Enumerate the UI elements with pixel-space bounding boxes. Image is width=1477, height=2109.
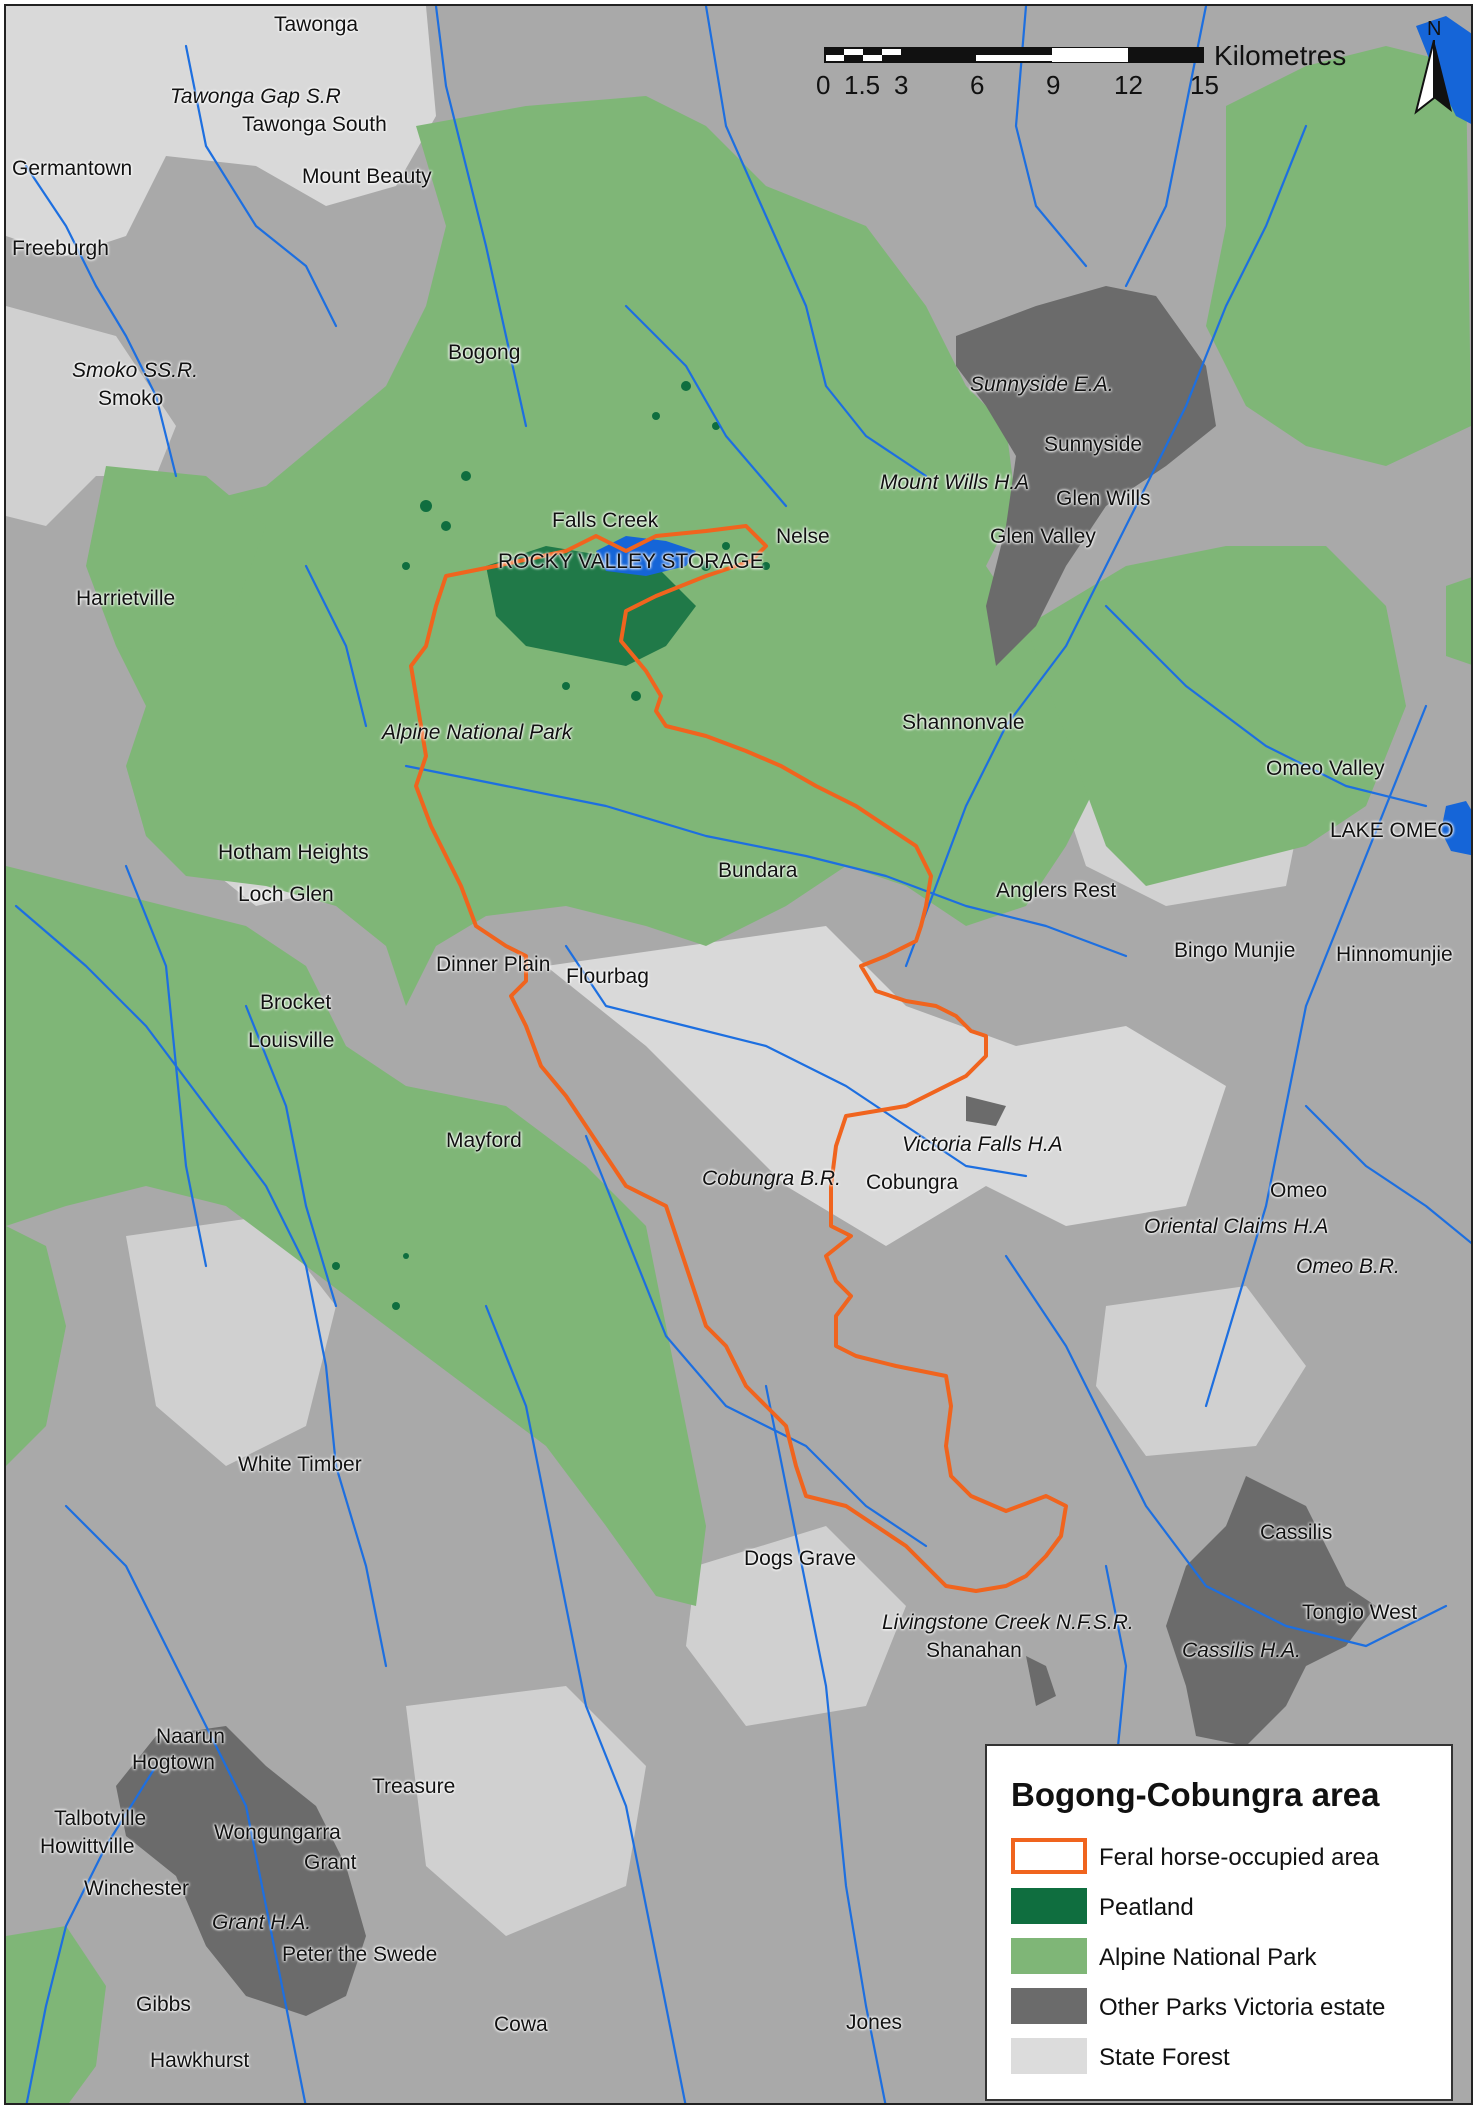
map-label-falls-creek: Falls Creek — [552, 509, 659, 532]
map-label-grant-ha: Grant H.A. — [212, 1911, 312, 1934]
map-label-flourbag: Flourbag — [566, 965, 649, 988]
map-label-sunnyside-ea: Sunnyside E.A. — [970, 373, 1114, 396]
map-label-rocky-valley: ROCKY VALLEY STORAGE — [498, 550, 764, 573]
map-label-gibbs: Gibbs — [136, 1993, 191, 2016]
legend-label-peatland: Peatland — [1099, 1894, 1194, 1921]
map-label-tawonga: Tawonga — [274, 13, 359, 36]
map-label-hinnomunjie: Hinnomunjie — [1336, 943, 1453, 966]
feral-horse-occupied-boundary — [409, 524, 1068, 1593]
map-label-germantown: Germantown — [12, 157, 133, 180]
map-label-brocket: Brocket — [260, 991, 332, 1014]
map-label-smoko-ssr: Smoko SS.R. — [72, 359, 199, 382]
map-label-talbotville: Talbotville — [54, 1807, 147, 1830]
legend-label-other-parks: Other Parks Victoria estate — [1099, 1994, 1386, 2021]
map-label-howittville: Howittville — [40, 1835, 135, 1858]
rivers — [14, 6, 1471, 2103]
legend-swatch-other-parks — [1011, 1988, 1087, 2024]
other-parks-victoria-areas — [116, 286, 1376, 2016]
legend-swatch-alpine-np — [1011, 1938, 1087, 1974]
map-label-naarun: Naarun — [156, 1725, 225, 1748]
legend-swatch-peatland — [1011, 1888, 1087, 1924]
legend-title: Bogong-Cobungra area — [1011, 1776, 1380, 1813]
map-label-hawkhurst: Hawkhurst — [150, 2049, 250, 2072]
state-forest-areas — [6, 6, 1306, 1936]
map-label-louisville: Louisville — [248, 1029, 335, 1052]
map-label-wongungarra: Wongungarra — [214, 1821, 341, 1844]
map-label-shanahan: Shanahan — [926, 1639, 1022, 1662]
map-label-grant: Grant — [304, 1851, 357, 1874]
map-label-livingstone: Livingstone Creek N.F.S.R. — [882, 1611, 1134, 1634]
lake-omeo-water — [1441, 801, 1471, 856]
north-arrow-label: N — [1427, 18, 1442, 40]
lakes — [596, 16, 1471, 856]
map-label-glen-valley: Glen Valley — [990, 525, 1096, 548]
map-label-sunnyside: Sunnyside — [1044, 433, 1143, 456]
map-label-anglers-rest: Anglers Rest — [996, 879, 1117, 902]
scale-tick-3: 6 — [970, 70, 985, 100]
map-label-bogong: Bogong — [448, 341, 521, 364]
scale-tick-4: 9 — [1046, 70, 1061, 100]
map-label-lake-omeo: LAKE OMEO — [1330, 819, 1454, 842]
map-label-shannonvale: Shannonvale — [902, 711, 1025, 734]
peatland-areas — [332, 381, 770, 1310]
map-label-white-timber: White Timber — [238, 1453, 362, 1476]
map-frame: Tawonga Tawonga Gap S.R Tawonga South Ge… — [4, 4, 1473, 2105]
map-label-hotham-heights: Hotham Heights — [218, 841, 369, 864]
scale-unit-label: Kilometres — [1214, 40, 1347, 71]
map-label-tongio-west: Tongio West — [1302, 1601, 1418, 1624]
scale-tick-5: 12 — [1114, 70, 1143, 100]
map-label-nelse: Nelse — [776, 525, 830, 548]
legend-label-alpine-np: Alpine National Park — [1099, 1944, 1317, 1971]
legend-label-feral-horse: Feral horse-occupied area — [1099, 1844, 1380, 1871]
map-label-omeo: Omeo — [1270, 1179, 1328, 1202]
map-label-bingo-munjie: Bingo Munjie — [1174, 939, 1296, 962]
map-label-cassilis-ha: Cassilis H.A. — [1182, 1639, 1302, 1662]
map-label-cobungra: Cobungra — [866, 1171, 959, 1194]
map-label-alpine-np: Alpine National Park — [382, 721, 573, 744]
scale-bar-graphic — [824, 47, 1204, 63]
map-label-loch-glen: Loch Glen — [238, 883, 334, 906]
rocky-valley-storage-lake — [596, 536, 696, 576]
map-label-cobungra-br: Cobungra B.R. — [702, 1167, 841, 1190]
scale-tick-6: 15 — [1190, 70, 1219, 100]
map-label-oriental-claims: Oriental Claims H.A — [1144, 1215, 1329, 1238]
scale-bar: 0 1.5 3 6 9 12 15 Kilometres — [816, 40, 1346, 102]
map-label-smoko: Smoko — [98, 387, 164, 410]
map-label-hogtown: Hogtown — [132, 1751, 215, 1774]
map-label-mount-wills: Mount Wills H.A — [880, 471, 1030, 494]
map-label-harrietville: Harrietville — [76, 587, 176, 610]
map-label-freeburgh: Freeburgh — [12, 237, 109, 260]
map-label-tawonga-south: Tawonga South — [242, 113, 387, 136]
north-arrow: N — [1414, 18, 1454, 115]
map-label-cassilis: Cassilis — [1260, 1521, 1333, 1544]
map-label-omeo-br: Omeo B.R. — [1296, 1255, 1400, 1278]
legend-label-state-forest: State Forest — [1099, 2044, 1230, 2071]
scale-tick-0: 0 — [816, 70, 831, 100]
legend-swatch-feral-horse — [1011, 1838, 1087, 1874]
map-label-dinner-plain: Dinner Plain — [436, 953, 551, 976]
map-label-peter-the-swede: Peter the Swede — [282, 1943, 438, 1966]
map-label-tawonga-gap: Tawonga Gap S.R — [170, 85, 341, 108]
map-label-victoria-falls: Victoria Falls H.A — [902, 1133, 1063, 1156]
legend-swatch-state-forest — [1011, 2038, 1087, 2074]
scale-tick-1: 1.5 — [844, 70, 881, 100]
map-label-omeo-valley: Omeo Valley — [1266, 757, 1385, 780]
map-label-jones: Jones — [846, 2011, 903, 2034]
map-label-glen-wills: Glen Wills — [1056, 487, 1151, 510]
map-label-cowa: Cowa — [494, 2013, 548, 2036]
map-label-mount-beauty: Mount Beauty — [302, 165, 432, 188]
map-label-treasure: Treasure — [372, 1775, 456, 1798]
north-arrow-icon — [1414, 40, 1452, 115]
map-label-dogs-grave: Dogs Grave — [744, 1547, 857, 1570]
map-label-bundara: Bundara — [718, 859, 798, 882]
scale-tick-2: 3 — [894, 70, 909, 100]
map-label-winchester: Winchester — [84, 1877, 190, 1900]
legend: Bogong-Cobungra area Feral horse-occupie… — [985, 1744, 1453, 2101]
map-canvas — [6, 6, 1471, 2103]
map-label-mayford: Mayford — [446, 1129, 522, 1152]
